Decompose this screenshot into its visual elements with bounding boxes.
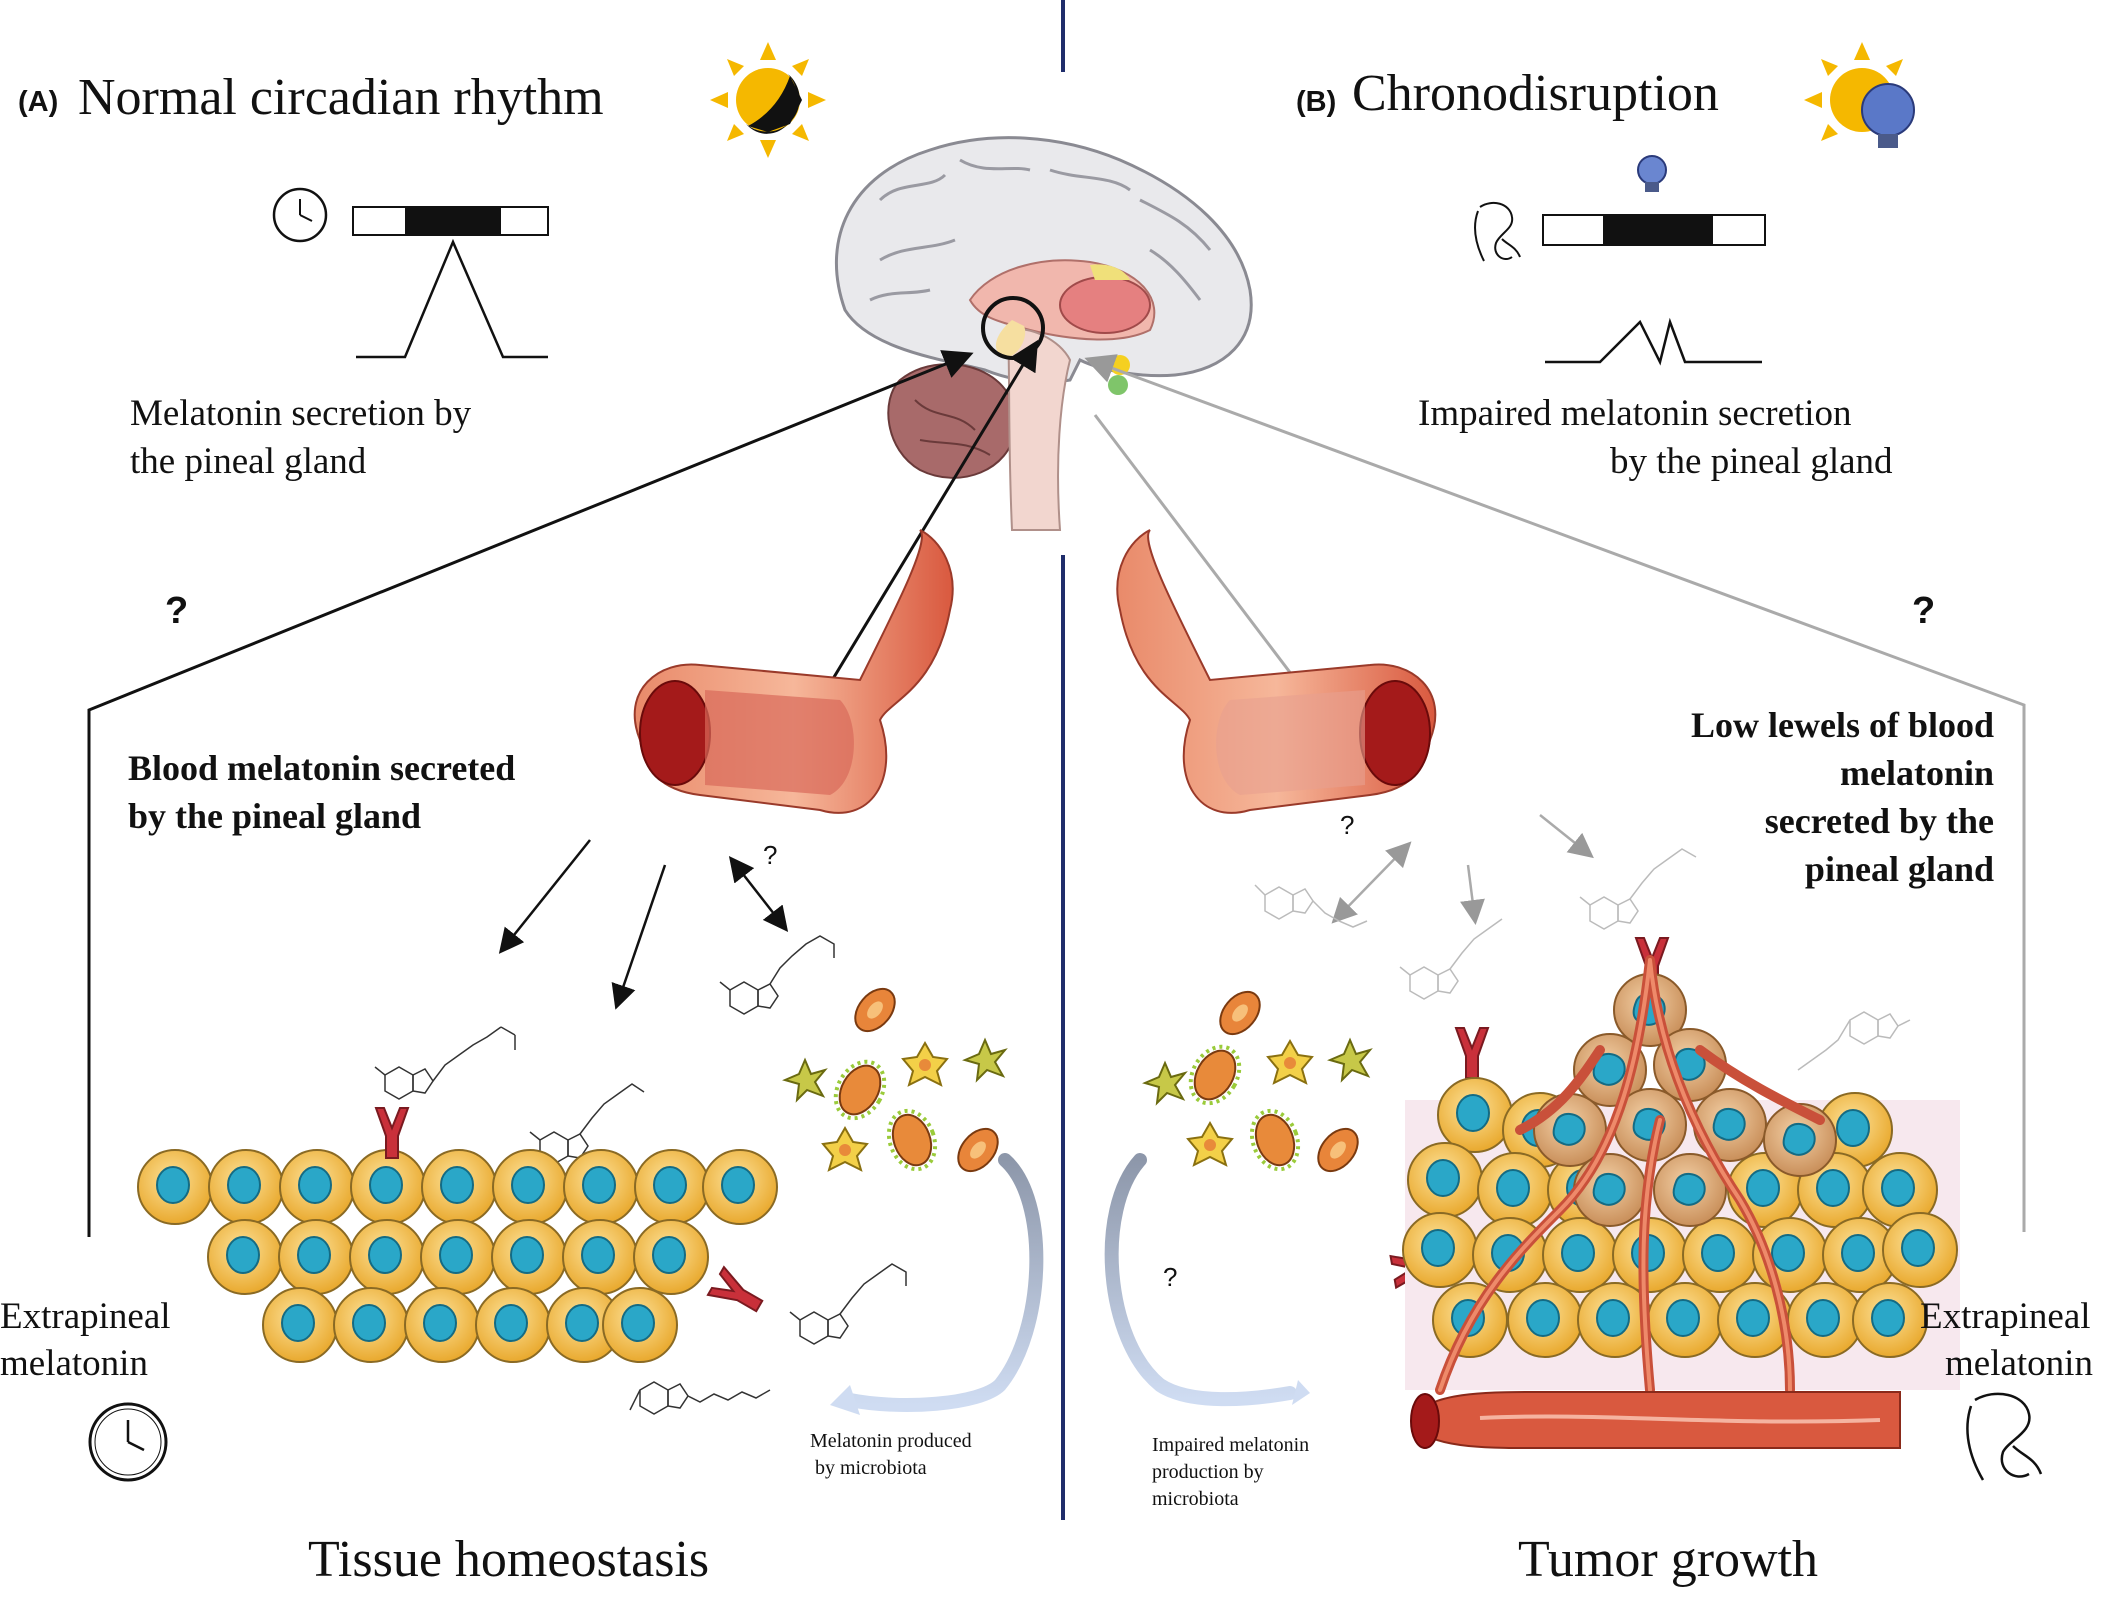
melatonin-curve-b <box>1545 317 1762 366</box>
panel-a-blood-line2: by the pineal gland <box>128 796 422 836</box>
melatonin-molecule-icon-b <box>1254 848 1911 1071</box>
panel-a-microbiota-line2: by microbiota <box>815 1457 927 1479</box>
brain-icon <box>834 136 1253 531</box>
arrow-to-tissue-a1 <box>498 839 591 954</box>
panel-a-tag: (A) <box>18 86 59 118</box>
bacteria-icon <box>784 980 1007 1180</box>
blood-vessel-icon <box>633 529 954 814</box>
extrapineal-link-b <box>1084 354 2026 1232</box>
panel-b-extrapineal-line1: Extrapineal <box>1920 1296 2091 1337</box>
panel-b-blood-line1: Low lewels of blood <box>1690 705 1994 745</box>
panel-b-blood-question: ? <box>1340 810 1355 840</box>
panel-a-secretion-line2: the pineal gland <box>130 441 367 482</box>
panel-a-question: ? <box>165 590 189 632</box>
blood-vessel-icon-b <box>1116 529 1437 814</box>
panel-a-outcome: Tissue homeostasis <box>308 1531 710 1588</box>
panel-b-microbiota-line3: microbiota <box>1152 1488 1239 1510</box>
microbiota-arc-a <box>843 1153 1044 1412</box>
clock-icon-bottom <box>88 1402 168 1482</box>
arrow-to-tissue-b2 <box>1539 814 1594 859</box>
healthy-tissue <box>137 1149 778 1363</box>
panel-b-blood-line4: pineal gland <box>1804 849 1994 889</box>
sun-moon-icon <box>710 42 826 158</box>
bulb-moon-icon <box>1804 42 1915 148</box>
panel-b-extrapineal-line2: melatonin <box>1945 1343 2093 1384</box>
arrow-to-tissue-a2 <box>611 864 667 1010</box>
intestine-icon <box>1474 201 1521 262</box>
light-dark-bar-a <box>352 206 549 236</box>
pineal-blood-link-b <box>1093 414 1324 717</box>
extrapineal-link-a <box>87 350 974 1237</box>
panel-a-blood-question: ? <box>763 840 778 870</box>
pineal-blood-link-a <box>801 339 1039 731</box>
bacteria-icon-b <box>1144 983 1371 1180</box>
panel-a-title: Normal circadian rhythm <box>78 69 604 126</box>
panel-b-blood-line2: melatonin <box>1839 753 1994 793</box>
panel-b-microbiota-line2: production by <box>1152 1461 1264 1483</box>
light-dark-bar-b <box>1542 214 1766 246</box>
arrow-to-microbiota-b <box>1331 841 1412 924</box>
panel-b-blood-line3: secreted by the <box>1764 801 1994 841</box>
clock-icon <box>272 187 328 243</box>
panel-a-extrapineal-line1: Extrapineal <box>0 1296 171 1337</box>
arrow-to-tissue-b1 <box>1460 864 1485 925</box>
melatonin-curve-a <box>356 238 548 359</box>
panel-b-question: ? <box>1912 590 1936 632</box>
arrow-to-microbiota-a <box>728 856 789 932</box>
panel-b-secretion-line1: Impaired melatonin secretion <box>1418 393 1852 434</box>
tumor-icon <box>1402 955 1960 1450</box>
panel-a-microbiota-line1: Melatonin produced <box>810 1430 972 1452</box>
panel-b-tag: (B) <box>1296 86 1337 118</box>
panel-a-blood-line1: Blood melatonin secreted <box>128 748 516 788</box>
panel-b-microbiota-line1: Impaired melatonin <box>1152 1434 1310 1456</box>
panel-a-secretion-line1: Melatonin secretion by <box>130 393 472 434</box>
panel-b-secretion-line2: by the pineal gland <box>1610 441 1893 482</box>
panel-b-title: Chronodisruption <box>1352 65 1719 122</box>
panel-b-microbiota-question: ? <box>1163 1262 1178 1292</box>
panel-b-outcome: Tumor growth <box>1518 1531 1819 1588</box>
intestine-icon-bottom <box>1966 1392 2043 1481</box>
panel-a-extrapineal-line2: melatonin <box>0 1343 148 1384</box>
small-bulb-icon <box>1637 155 1667 192</box>
microbiota-arc-b <box>1104 1153 1297 1407</box>
